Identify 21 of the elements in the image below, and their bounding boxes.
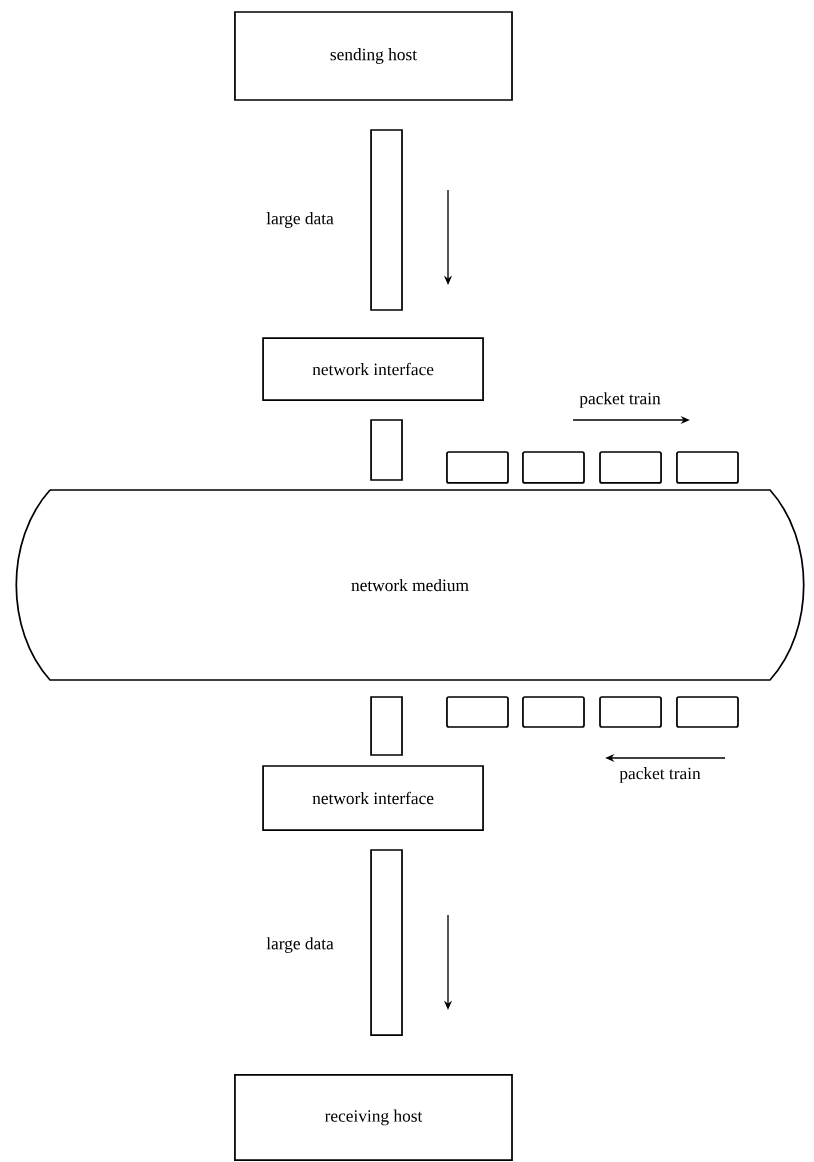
packet-train-label: packet train xyxy=(579,392,661,408)
host-box: receiving host xyxy=(234,1074,513,1161)
data-bar xyxy=(370,696,403,756)
packet-box xyxy=(446,696,509,728)
packet-box xyxy=(599,696,662,728)
packet-box xyxy=(522,451,585,484)
packet-train-label: packet train xyxy=(619,767,701,783)
packet-box xyxy=(676,451,739,484)
packet-box xyxy=(599,451,662,484)
data-bar xyxy=(370,849,403,1036)
packet-box xyxy=(676,696,739,728)
packet-box xyxy=(446,451,509,484)
host-box: sending host xyxy=(234,11,513,101)
beside-label: large data xyxy=(266,937,334,953)
data-bar xyxy=(370,129,403,311)
packet-box xyxy=(522,696,585,728)
beside-label: large data xyxy=(266,212,334,228)
data-bar xyxy=(370,419,403,481)
interface-box: network interface xyxy=(262,765,484,831)
interface-box: network interface xyxy=(262,337,484,401)
network-medium-shape: network medium xyxy=(15,489,805,681)
